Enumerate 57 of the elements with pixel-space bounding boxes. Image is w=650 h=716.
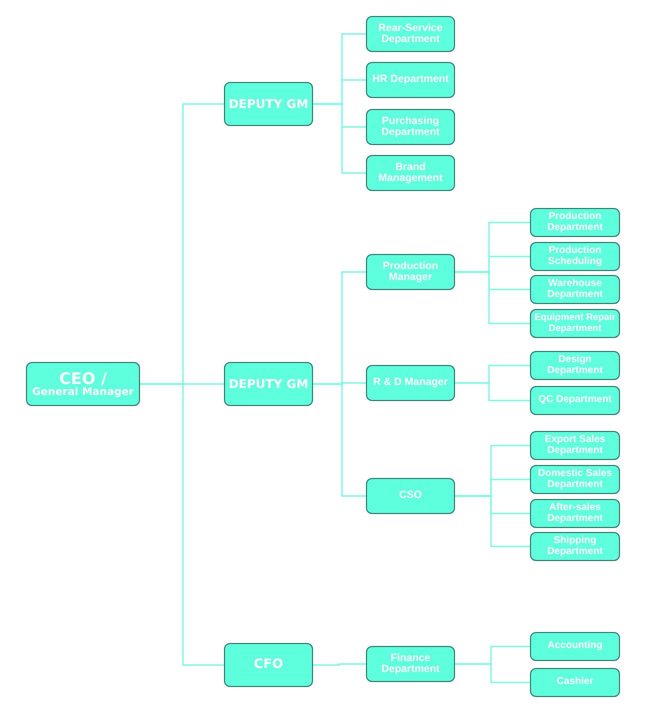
org-box (530, 386, 620, 415)
org-box (366, 62, 455, 98)
org-box (366, 16, 455, 52)
box-label: Design Department (546, 354, 604, 376)
box-label: CFO (254, 658, 284, 672)
box-label: DEPUTY GM (228, 98, 308, 110)
org-box (224, 82, 313, 126)
box-label: General Manager (32, 386, 134, 398)
org-box (530, 499, 620, 528)
connector-line (455, 495, 530, 548)
box-label: Brand Management (377, 162, 444, 184)
box-label: QC Department (538, 395, 612, 406)
org-box (26, 362, 140, 406)
org-box (224, 643, 313, 687)
box-label: Rear-Service Department (377, 22, 444, 46)
box-label: Production Manager (382, 260, 440, 284)
box-label: R & D Manager (373, 377, 448, 389)
box-label: CEO / (59, 370, 107, 387)
connector-line (455, 271, 530, 324)
box-label: DEPUTY GM (228, 378, 308, 390)
org-box (366, 365, 455, 401)
connector-line (313, 103, 366, 174)
box-label: Production Department (546, 212, 604, 234)
org-box (530, 431, 620, 460)
org-box (530, 668, 620, 697)
connector-line (313, 383, 366, 497)
org-box (366, 109, 455, 145)
connector-line (455, 663, 530, 684)
org-box (530, 275, 620, 304)
org-box (224, 362, 313, 406)
box-label: Cashier (556, 677, 594, 688)
box-label: Purchasing Department (380, 116, 441, 138)
org-box (530, 242, 620, 271)
org-box (530, 208, 620, 237)
org-box (366, 254, 455, 290)
box-label: HR Department (372, 74, 449, 86)
box-label: After-sales Department (546, 502, 604, 524)
org-box (366, 646, 455, 682)
box-label: Accounting (548, 641, 602, 652)
box-label: CSO (399, 490, 422, 502)
org-box (366, 478, 455, 514)
connector-line (140, 383, 224, 666)
org-box (530, 532, 620, 561)
box-label: Production Scheduling (547, 246, 603, 268)
connector-line (455, 382, 530, 402)
org-box (366, 155, 455, 191)
box-label: Shipping Department (546, 536, 604, 558)
org-box (530, 465, 620, 494)
connector-line (313, 663, 366, 666)
org-box (530, 632, 620, 661)
box-label: Equipment Repair Department (533, 313, 617, 334)
box-label: Export Sales Department (544, 434, 606, 456)
org-box (530, 309, 620, 338)
box-label: Finance Department (380, 652, 441, 676)
box-label: Domestic Sales Department (537, 468, 613, 490)
box-label: Warehouse Department (546, 278, 604, 300)
org-box (530, 351, 620, 380)
